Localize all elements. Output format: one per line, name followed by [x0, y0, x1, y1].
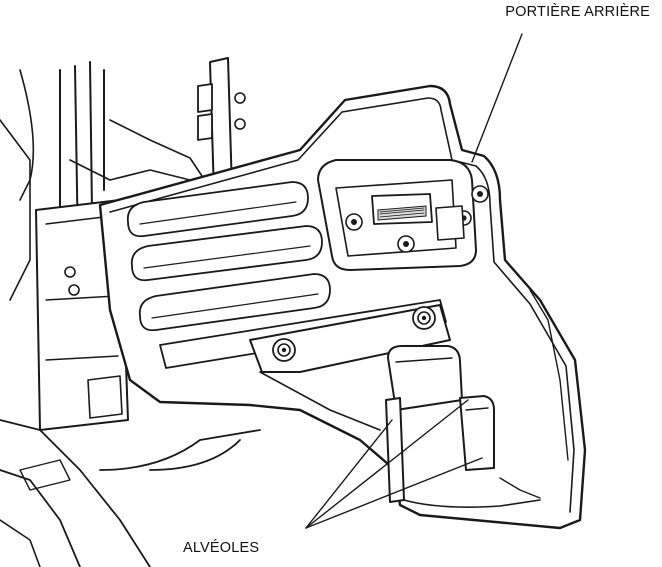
cavities-label: ALVÉOLES: [183, 540, 260, 556]
leader-cavity-2: [305, 399, 469, 529]
rear-door-panel: [98, 84, 587, 530]
cavity-pocket-right: [459, 395, 495, 471]
leader-cavity-3: [305, 457, 483, 529]
bolt-left: [272, 338, 296, 362]
latch-housing: [317, 159, 489, 271]
vertical-post: [197, 57, 246, 195]
bolt-right: [412, 306, 436, 330]
leader-rear-door: [471, 33, 523, 163]
leader-cavity-1: [305, 419, 393, 529]
rear-door-label: PORTIÈRE ARRIÈRE: [505, 4, 650, 20]
cavity-pocket-left: [385, 345, 463, 503]
panel-ribs: [126, 181, 331, 332]
leader-lines: [305, 33, 523, 529]
